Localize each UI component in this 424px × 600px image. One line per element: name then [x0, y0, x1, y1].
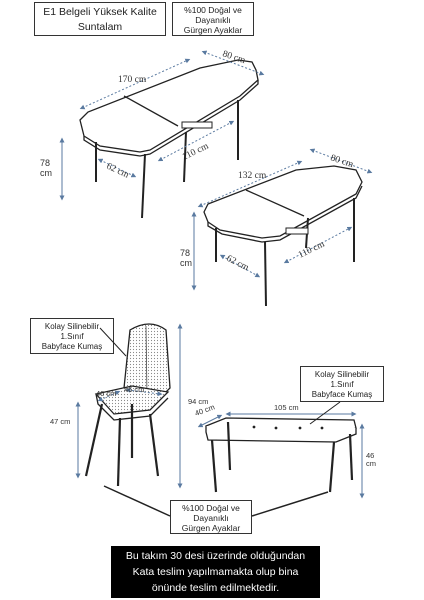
table2-height-value: 78 [180, 248, 190, 258]
table2-dimension-lines [191, 148, 373, 291]
table2-inner-label: 110 cm [297, 239, 327, 260]
label-line: Gürgen Ayaklar [183, 25, 243, 35]
bench-drawing [205, 417, 357, 493]
notice-line: Kata teslim yapılmamakta olup bina [132, 566, 299, 578]
bench-length-label: 105 cm [274, 403, 299, 412]
label-line: Gürgen Ayaklar [181, 523, 241, 533]
legs-label-box-bottom: %100 Doğal ve Dayanıklı Gürgen Ayaklar [170, 500, 252, 534]
table1-leaf-label: 62 cm [105, 162, 131, 181]
chair-drawing [84, 323, 171, 487]
chair-width-label: 46 cm [124, 385, 144, 394]
legs-pointer-left [103, 485, 171, 517]
table2-leaf-label: 62 cm [225, 254, 251, 274]
label-line: %100 Doğal ve [182, 503, 240, 513]
label-line: 1.Sınıf [330, 380, 354, 389]
label-line: Kolay Silinebilir [44, 322, 100, 331]
chair-dimension-lines [75, 323, 183, 489]
label-line: Dayanıklı [193, 513, 229, 523]
legs-pointer-right [251, 491, 329, 517]
label-line: E1 Belgeli Yüksek Kalite [43, 6, 157, 18]
bench-height-value: 46 [366, 451, 374, 460]
label-line: Dayanıklı [195, 15, 231, 25]
table1-height-unit: cm [40, 168, 52, 178]
chair-depth-label: 46 cm [96, 389, 116, 398]
label-line: 1.Sınıf [60, 332, 84, 341]
bench-dimension-lines [197, 411, 365, 499]
table2-length-label: 132 cm [238, 171, 267, 181]
closed-table-drawing [203, 165, 363, 307]
bench-height-unit: cm [366, 459, 376, 468]
bench-fabric-pointer [309, 401, 341, 425]
bench-fabric-label-box: Kolay Silinebilir 1.Sınıf Babyface Kumaş [300, 366, 384, 402]
table2-height-unit: cm [180, 258, 192, 268]
label-line: Suntalam [77, 21, 123, 33]
bench-buttons [252, 425, 324, 430]
extended-table-drawing [79, 59, 259, 219]
table1-height-value: 78 [40, 158, 50, 168]
delivery-notice: Bu takım 30 desi üzerinde olduğundan Kat… [111, 546, 320, 598]
label-line: Babyface Kumaş [311, 390, 373, 399]
chair-seat-height-label: 47 cm [50, 417, 70, 426]
table1-dimension-lines [59, 50, 265, 201]
table1-length-label: 170 cm [118, 75, 147, 85]
chair-fabric-pointer [99, 327, 127, 357]
chair-height-label: 94 cm [188, 397, 208, 406]
notice-line: Bu takım 30 desi üzerinde olduğundan [125, 550, 306, 562]
label-line: Kolay Silinebilir [314, 370, 370, 379]
label-line: %100 Doğal ve [184, 5, 242, 15]
chair-fabric-label-box: Kolay Silinebilir 1.Sınıf Babyface Kumaş [30, 318, 114, 354]
label-line: Babyface Kumaş [41, 342, 103, 351]
legs-label-box-top: %100 Doğal ve Dayanıklı Gürgen Ayaklar [172, 2, 254, 36]
suntalam-label-box: E1 Belgeli Yüksek Kalite Suntalam [34, 2, 166, 36]
notice-line: önünde teslim edilmektedir. [151, 582, 280, 594]
